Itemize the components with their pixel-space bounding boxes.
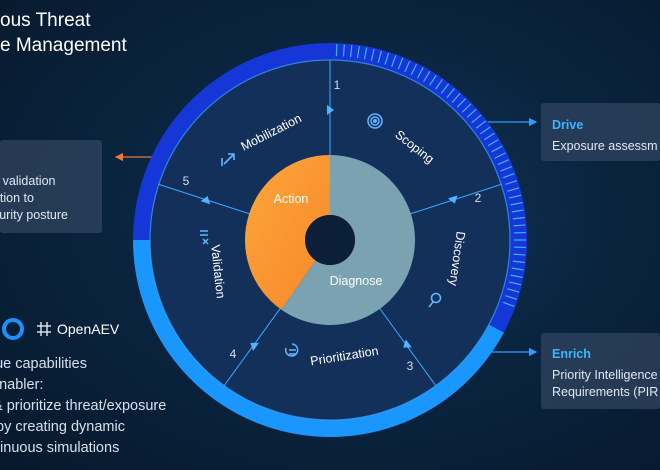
ring-tick [509, 281, 521, 286]
ring-tick [423, 70, 431, 82]
prioritize-icon [284, 343, 299, 357]
bottom-text: que capabilities enabler: & prioritize t… [0, 354, 166, 459]
ring-tick [491, 145, 503, 153]
action-label: Action [274, 192, 309, 206]
segment-chevrons [200, 105, 458, 351]
step-2-number: 2 [475, 191, 482, 205]
ring-tick [471, 114, 482, 124]
validation-icon [200, 230, 209, 245]
diagnose-segment [281, 155, 415, 325]
brand-ring-icon [2, 318, 24, 340]
enrich-card-line: Priority Intelligence [552, 368, 658, 382]
step-5-number: 5 [183, 174, 190, 188]
diagnose-label: Diagnose [330, 274, 383, 288]
ring-tick [494, 152, 506, 159]
step-1-number: 1 [334, 78, 341, 92]
left-info-card: us validation dation to ecurity posture [0, 140, 102, 233]
bottom-text-line: enabler: [0, 377, 44, 393]
ring-tick [342, 44, 345, 57]
left-card-line: dation to [0, 191, 34, 205]
ring-tick [363, 47, 368, 60]
ring-tick [370, 48, 375, 61]
center-hole [305, 215, 355, 265]
segment-chevron [250, 342, 259, 351]
enrich-card-heading: Enrich [552, 347, 591, 361]
segment-chevron [200, 196, 211, 205]
ring-tick [435, 79, 443, 90]
ring-tick [466, 108, 477, 118]
ring-tick [511, 209, 524, 213]
ring-tick [461, 103, 472, 113]
outer-ring-blue-arc [133, 240, 504, 437]
bottom-text-line: tinuous simulations [0, 440, 120, 456]
page-title: ous Threat e Management [0, 8, 127, 58]
openaev-logo-icon [37, 322, 51, 336]
step-3-number: 3 [407, 359, 414, 373]
enrich-card: Enrich Priority Intelligence Requirement… [541, 333, 660, 409]
segment-chevron [327, 105, 334, 115]
ring-tick [510, 274, 523, 278]
ring-tick [512, 260, 525, 264]
ring-tick [356, 46, 360, 59]
ring-tick [500, 166, 512, 172]
ring-tick [440, 83, 449, 94]
segment-chevron [403, 339, 412, 348]
brand-name: OpenAEV [57, 321, 120, 337]
bottom-text-line: que capabilities [0, 356, 87, 372]
ring-tick [446, 88, 455, 99]
brand-row: OpenAEV [0, 313, 119, 345]
ring-tick [507, 187, 520, 192]
ring-tick [487, 139, 499, 147]
ring-tick [391, 55, 397, 67]
ring-tick [483, 132, 495, 141]
target-icon [367, 113, 383, 129]
magnifier-icon [428, 292, 442, 308]
ring-tick [507, 288, 520, 293]
segment-chevron [447, 195, 458, 204]
bottom-text-line: by creating dynamic [0, 419, 125, 435]
ring-tick [451, 93, 461, 103]
drive-card-text: Exposure assessm [552, 139, 658, 153]
ring-tick [497, 159, 510, 166]
drive-card: Drive Exposure assessm [541, 103, 660, 161]
bottom-text-line: & prioritize threat/exposure [0, 398, 167, 414]
ring-tick [475, 120, 487, 129]
ring-tick [512, 216, 525, 220]
ring-tick [349, 45, 353, 58]
ring-tick [505, 295, 518, 300]
action-segment [245, 155, 330, 310]
mobilize-icon [221, 153, 235, 166]
ring-tick [505, 180, 518, 185]
left-card-line: ecurity posture [0, 208, 68, 222]
ring-tick [456, 98, 467, 108]
left-card-line: us validation [0, 174, 56, 188]
ring-tick [377, 50, 382, 63]
ring-tick [480, 126, 491, 135]
ring-tick [510, 202, 523, 206]
ring-tick [397, 57, 404, 70]
ring-tick [404, 60, 411, 73]
ring-tick [509, 194, 521, 199]
ring-tick [429, 74, 437, 86]
outer-ring-ticks [335, 44, 526, 307]
step-4-number: 4 [230, 347, 237, 361]
enrich-card-line: Requirements (PIR [552, 385, 659, 399]
ring-tick [410, 63, 418, 76]
ring-tick [502, 173, 515, 179]
drive-card-heading: Drive [552, 118, 584, 132]
ring-tick [513, 224, 526, 227]
ring-tick [416, 67, 424, 79]
ring-tick [502, 301, 515, 307]
ring-tick [511, 267, 524, 271]
step-validation-label: Validation [208, 244, 228, 299]
title-line-1: ous Threat [0, 10, 91, 31]
ring-tick [513, 253, 526, 256]
ring-tick [384, 52, 390, 65]
title-line-2: e Management [0, 35, 127, 56]
